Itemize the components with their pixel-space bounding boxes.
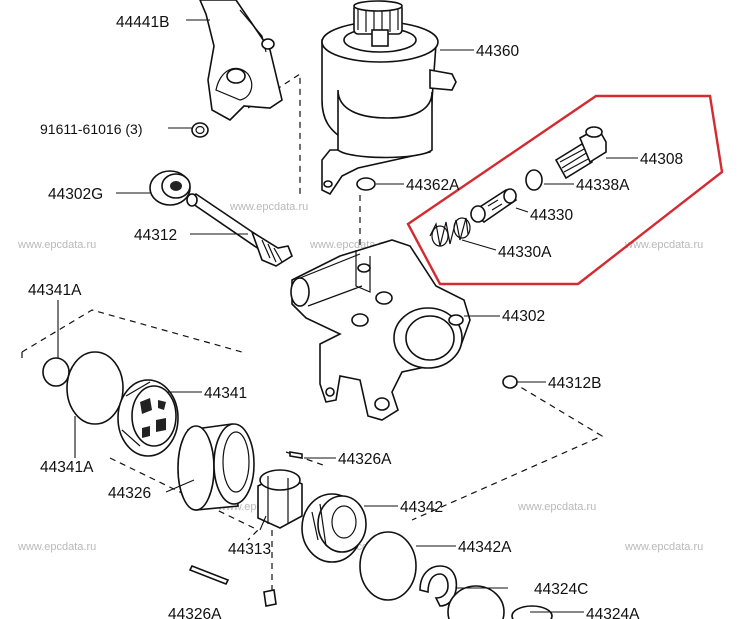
leader-lines (57, 19, 638, 613)
oring-44342A (359, 531, 417, 601)
rotor-44313 (257, 469, 303, 529)
pin-44326A-lower (188, 564, 230, 586)
valve-44330 (470, 188, 518, 224)
bearing-44302G (149, 170, 191, 206)
label-44312B: 44312B (548, 375, 601, 392)
label-44330: 44330 (530, 207, 573, 224)
label-44326A-lower: 44326A (168, 606, 222, 619)
watermark-2: www.epcdata.ru (229, 201, 308, 213)
label-91611-61016: 91611-61016 (3) (40, 121, 142, 137)
small-plug (263, 589, 277, 607)
label-44360: 44360 (476, 43, 519, 60)
label-44341: 44341 (204, 385, 247, 402)
label-44342: 44342 (400, 499, 443, 516)
label-44302: 44302 (502, 308, 545, 325)
label-44324C: 44324C (534, 581, 588, 598)
pin-44326A-upper (289, 451, 303, 459)
spring-44330A (429, 217, 471, 247)
snap-ring-44324C (419, 565, 458, 607)
label-44326: 44326 (108, 485, 151, 502)
label-44324A: 44324A (586, 606, 640, 619)
label-44313: 44313 (228, 541, 271, 558)
watermark-1: www.epcdata.ru (17, 239, 96, 251)
bolt-91611-61016 (191, 122, 209, 138)
label-44338A: 44338A (576, 177, 630, 194)
oring-44312B (502, 375, 518, 389)
reservoir-44360 (321, 0, 457, 196)
relief-valve-group (406, 94, 724, 286)
label-44341A-bottom: 44341A (40, 459, 94, 476)
watermark-7: www.epcdata.ru (17, 541, 96, 553)
label-44342A: 44342A (458, 539, 512, 556)
part-labels: 44441B 44360 91611-61016 (3) 44308 44338… (28, 14, 683, 619)
highlight-outline (406, 94, 724, 286)
shaft-44312 (186, 193, 293, 267)
oring-44338A (525, 169, 543, 191)
assembly-dashed-lines (21, 72, 604, 541)
label-44362A: 44362A (406, 177, 460, 194)
cam-ring-44326 (177, 423, 255, 511)
watermark-9: www.epcdata.ru (624, 541, 703, 553)
plug-44308 (554, 126, 607, 180)
oring-44341A-small (42, 357, 70, 387)
pump-body-44302 (290, 239, 471, 421)
label-44441B: 44441B (116, 14, 169, 31)
label-44341A-top: 44341A (28, 282, 82, 299)
pressure-plate-44342 (301, 493, 367, 563)
watermark-4: www.epcdata.ru (624, 239, 703, 251)
label-44312: 44312 (134, 227, 177, 244)
bracket-44441B (199, 0, 283, 121)
label-44330A: 44330A (498, 244, 552, 261)
cover-44324A (447, 585, 505, 619)
side-plate-44341 (117, 379, 179, 457)
oring-44341A-large (66, 351, 124, 425)
oring-44362A (356, 177, 376, 191)
watermark-6: www.epcdata.ru (517, 501, 596, 513)
label-44302G: 44302G (48, 186, 103, 203)
label-44326A-upper: 44326A (338, 451, 392, 468)
label-44308: 44308 (640, 151, 683, 168)
